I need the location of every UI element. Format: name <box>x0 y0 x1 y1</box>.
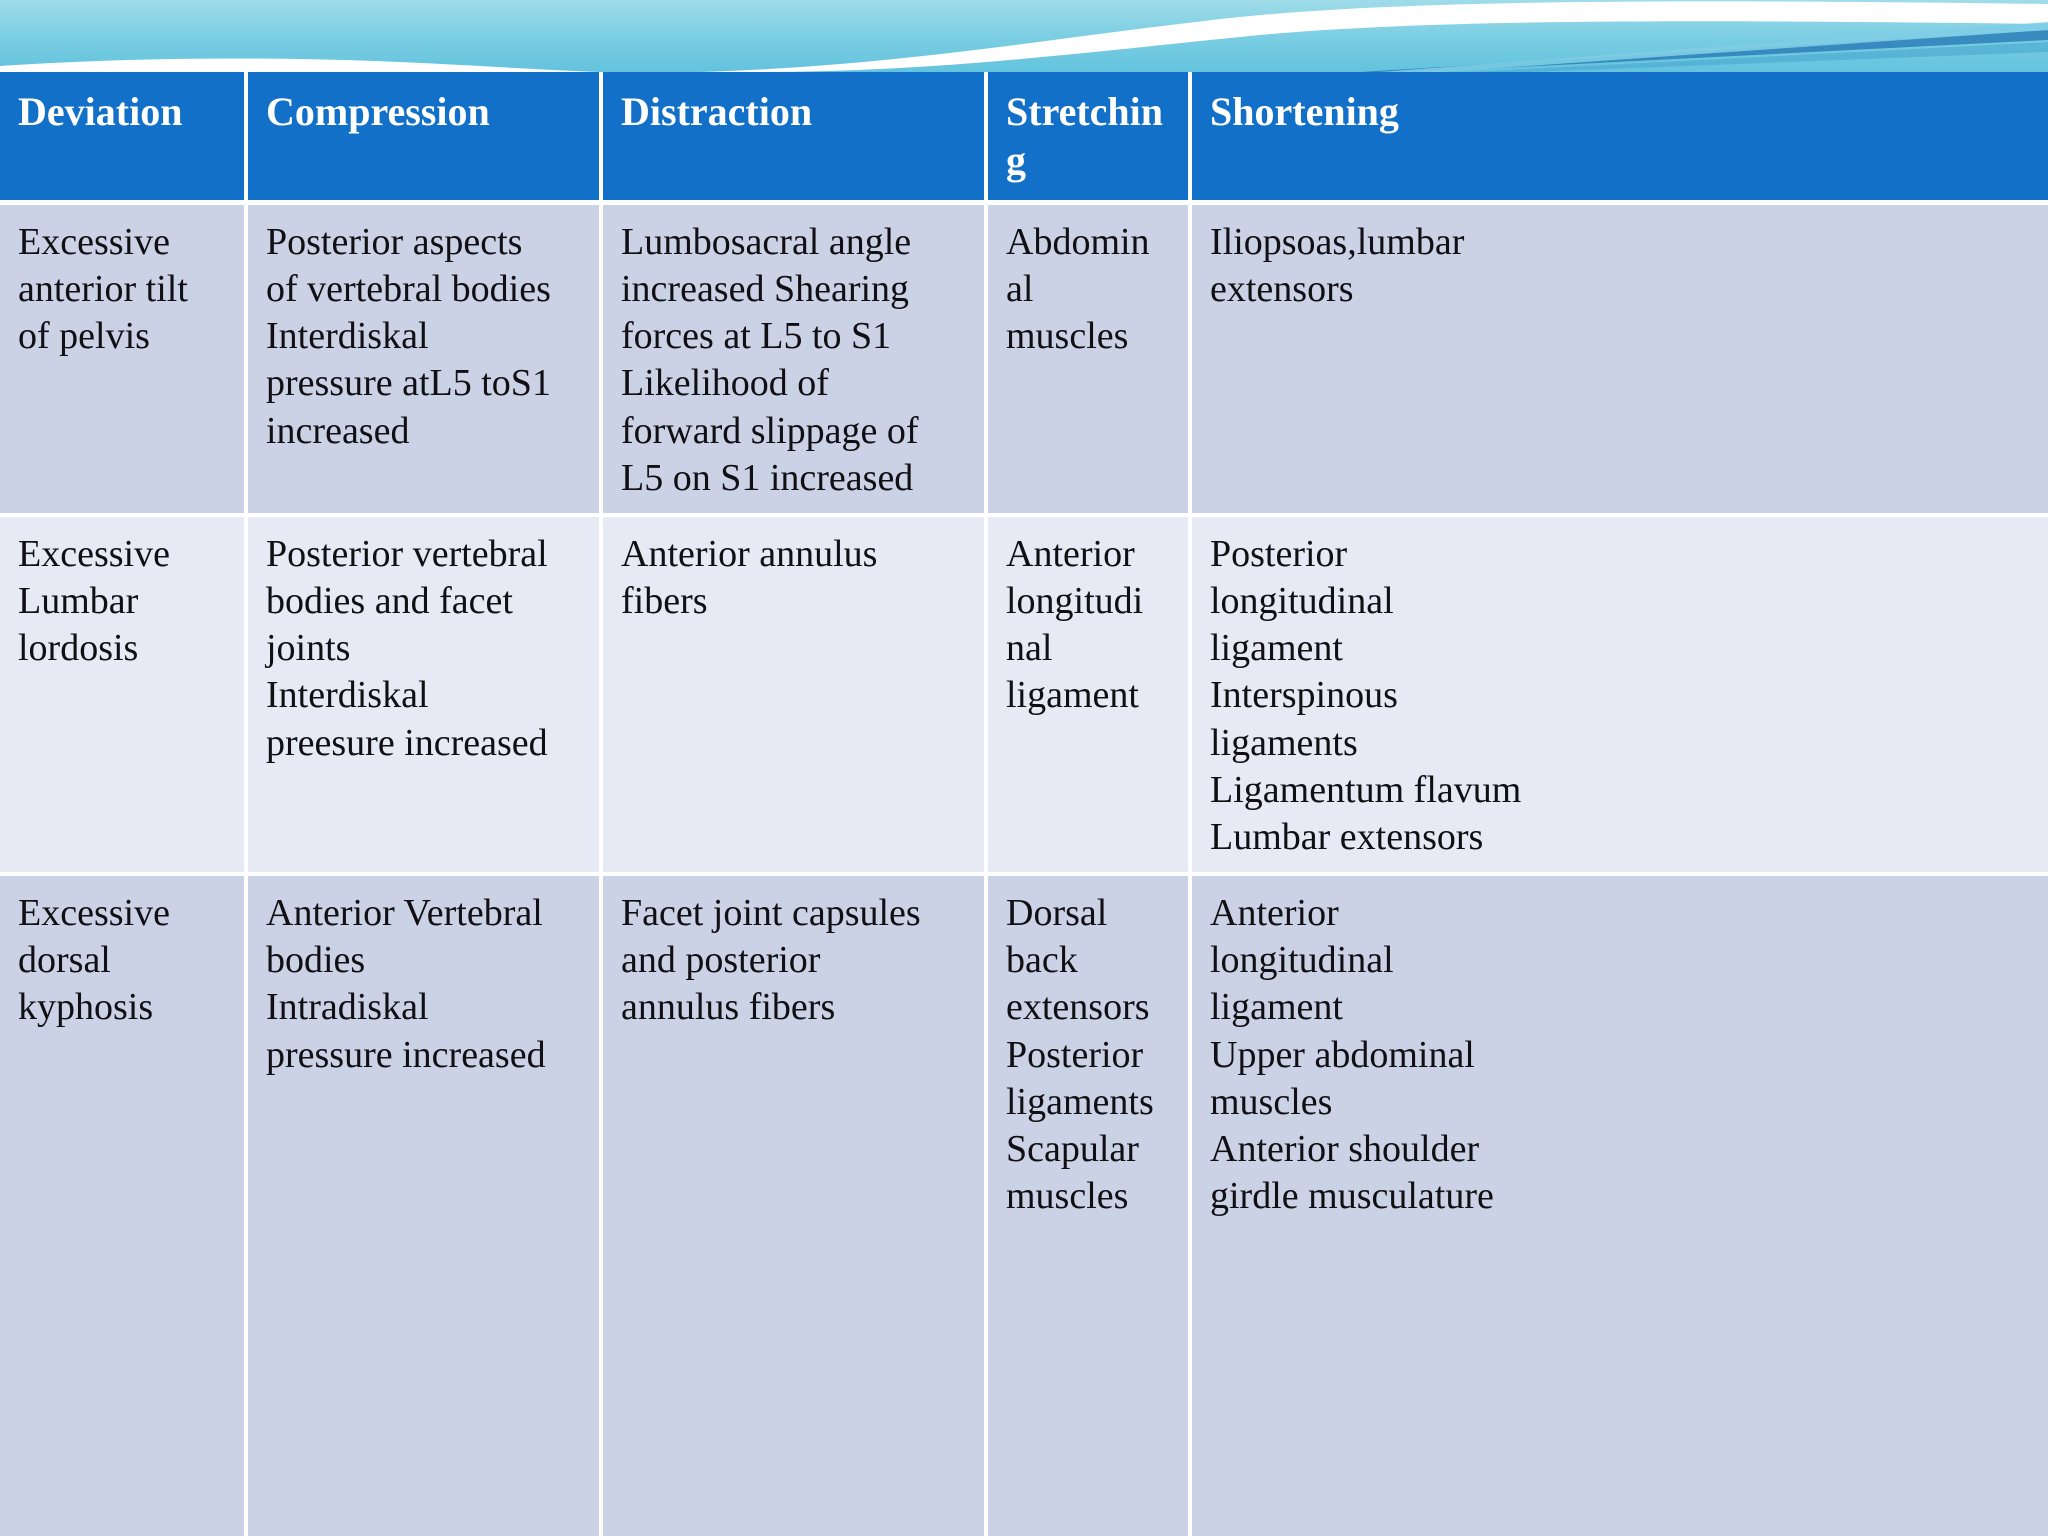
banner-white-swoosh-secondary <box>0 58 600 72</box>
cell-stretching: Dorsal back extensors Posterior ligament… <box>988 875 1192 1536</box>
column-header-stretching[interactable]: Stretchin g <box>988 72 1192 205</box>
cell-stretching: Anterior longitudi nal ligament <box>988 516 1192 876</box>
cell-shortening: Anterior longitudinal ligament Upper abd… <box>1192 875 2048 1536</box>
table-row: Excessive anterior tilt of pelvis Poster… <box>0 204 2048 517</box>
cell-deviation: Excessive dorsal kyphosis <box>0 875 248 1536</box>
column-header-deviation[interactable]: Deviation <box>0 72 248 205</box>
banner-stripe-light <box>1380 22 2048 72</box>
table-body: Excessive anterior tilt of pelvis Poster… <box>0 204 2048 1536</box>
cell-shortening: Posterior longitudinal ligament Interspi… <box>1192 516 2048 876</box>
cell-stretching: Abdomin al muscles <box>988 204 1192 517</box>
table-row: Excessive Lumbar lordosis Posterior vert… <box>0 516 2048 876</box>
banner-stripe-mid <box>1470 42 2048 72</box>
table-header-row: Deviation Compression Distraction Stretc… <box>0 72 2048 205</box>
cell-deviation: Excessive anterior tilt of pelvis <box>0 204 248 517</box>
cell-shortening: Iliopsoas,lumbar extensors <box>1192 204 2048 517</box>
cell-compression: Anterior Vertebral bodies Intradiskal pr… <box>248 875 603 1536</box>
cell-compression: Posterior vertebral bodies and facet joi… <box>248 516 603 876</box>
column-header-shortening[interactable]: Shortening <box>1192 72 2048 205</box>
banner-graphic <box>0 0 2048 72</box>
table-row: Excessive dorsal kyphosis Anterior Verte… <box>0 875 2048 1536</box>
banner-white-swoosh <box>700 1 2048 72</box>
column-header-compression[interactable]: Compression <box>248 72 603 205</box>
cell-distraction: Facet joint capsules and posterior annul… <box>603 875 988 1536</box>
table-header: Deviation Compression Distraction Stretc… <box>0 72 2048 205</box>
cell-deviation: Excessive Lumbar lordosis <box>0 516 248 876</box>
cell-compression: Posterior aspects of vertebral bodies In… <box>248 204 603 517</box>
cell-distraction: Lumbosacral angle increased Shearing for… <box>603 204 988 517</box>
column-header-distraction[interactable]: Distraction <box>603 72 988 205</box>
postural-deviation-table: Deviation Compression Distraction Stretc… <box>0 72 2048 1536</box>
cell-distraction: Anterior annulus fibers <box>603 516 988 876</box>
decorative-header-banner <box>0 0 2048 72</box>
